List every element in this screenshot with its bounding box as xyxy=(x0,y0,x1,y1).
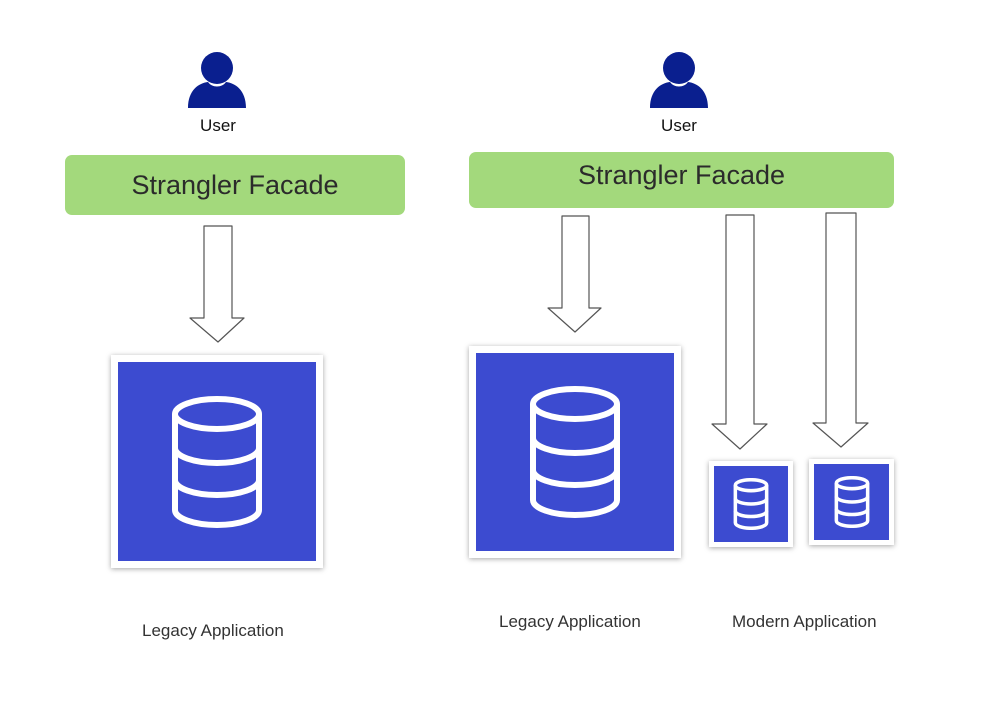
legacy-application-label-right: Legacy Application xyxy=(499,612,641,631)
user-icon-left xyxy=(188,52,246,108)
modern-db-box-2 xyxy=(809,459,894,545)
user-label-left: User xyxy=(200,116,236,135)
modern-db-box-1 xyxy=(709,461,793,547)
down-arrow-icon-right-legacy xyxy=(547,215,602,333)
database-icon xyxy=(530,386,620,518)
strangler-facade-left-label: Strangler Facade xyxy=(131,169,339,200)
legacy-application-label-left: Legacy Application xyxy=(142,621,284,640)
database-icon xyxy=(733,478,769,530)
strangler-facade-right: Strangler Facade xyxy=(469,152,894,208)
database-icon xyxy=(172,395,262,528)
database-icon xyxy=(834,476,869,528)
down-arrow-icon-left xyxy=(189,225,245,343)
modern-application-label: Modern Application xyxy=(732,612,877,631)
down-arrow-icon-right-modern-2 xyxy=(812,212,869,448)
user-label-right: User xyxy=(661,116,697,135)
down-arrow-icon-right-modern-1 xyxy=(711,214,768,450)
strangler-facade-right-label: Strangler Facade xyxy=(577,160,786,190)
legacy-db-box-right xyxy=(469,346,681,558)
legacy-db-box-left xyxy=(111,355,323,568)
user-icon-right xyxy=(650,52,708,108)
strangler-facade-left: Strangler Facade xyxy=(65,155,405,215)
